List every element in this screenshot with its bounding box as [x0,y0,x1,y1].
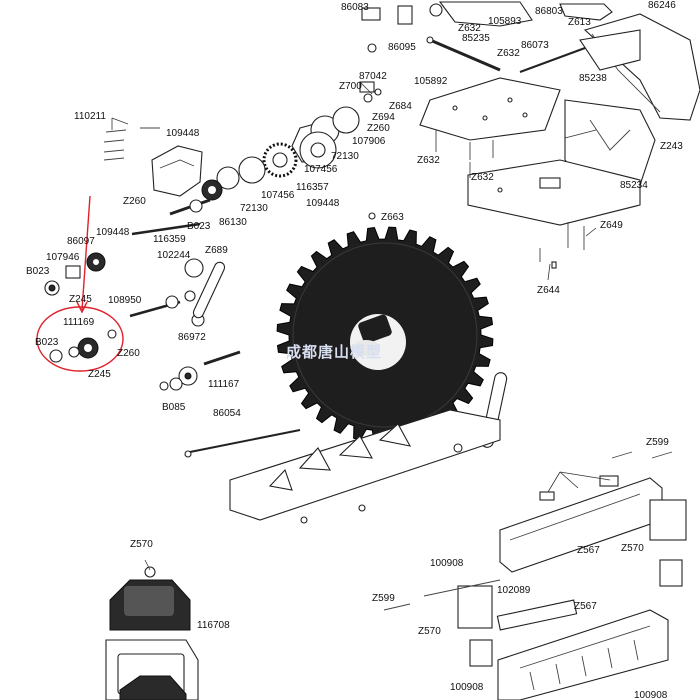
label-105893: 105893 [488,16,522,27]
red-annotation [36,195,124,372]
label-86097: 86097 [67,236,95,247]
label-100908-c: 100908 [634,690,668,700]
label-z567-a: Z567 [577,545,600,556]
label-z245-b: Z245 [88,369,111,380]
label-116708: 116708 [197,620,230,631]
label-z644: Z644 [537,285,560,296]
label-z649: Z649 [600,220,623,231]
label-86803: 86803 [535,6,563,17]
label-z632-a: Z632 [458,23,481,34]
label-102244: 102244 [157,250,191,261]
label-86083: 86083 [341,2,369,13]
esc-module [105,566,199,700]
label-72130-b: 72130 [240,203,268,214]
label-z613: Z613 [568,17,591,28]
label-107456-b: 107456 [261,190,295,201]
label-z260-a: Z260 [367,123,390,134]
label-86073: 86073 [521,40,549,51]
label-72130-a: 72130 [331,151,359,162]
label-100908-a: 100908 [430,558,464,569]
label-85234: 85234 [620,180,648,191]
label-z599-a: Z599 [646,437,669,448]
label-z599-b: Z599 [372,593,395,604]
label-86972: 86972 [178,332,206,343]
label-102089: 102089 [497,585,531,596]
label-z689: Z689 [205,245,228,256]
label-z570-c: Z570 [418,626,441,637]
label-111169: 111169 [63,317,95,328]
label-87042: 87042 [359,71,387,82]
label-z632-b: Z632 [497,48,520,59]
gearbox-housing [44,127,241,391]
diff-gear-stack [201,81,382,201]
label-z632-d: Z632 [471,172,494,183]
label-z663: Z663 [381,212,404,223]
label-107906: 107906 [352,136,386,147]
label-z694: Z694 [372,112,395,123]
battery-tray [383,451,687,700]
label-z567-b: Z567 [574,601,597,612]
label-86130: 86130 [219,217,247,228]
label-105892: 105892 [414,76,448,87]
label-108950: 108950 [108,295,142,306]
label-85238: 85238 [579,73,607,84]
spur-gear-large [276,226,494,444]
label-110211: 110211 [74,111,106,122]
label-109448-a: 109448 [166,128,200,139]
label-z260-c: Z260 [117,348,140,359]
label-107456-a: 107456 [304,164,338,175]
watermark: 成都唐山模型 [286,343,383,361]
leader-lines [111,81,597,571]
label-86054: 86054 [213,408,241,419]
label-z260-b: Z260 [123,196,146,207]
label-z243: Z243 [660,141,683,152]
label-z632-c: Z632 [417,155,440,166]
label-b023-b: B023 [26,266,50,277]
label-z570-b: Z570 [621,543,644,554]
label-b023-c: B023 [35,337,59,348]
label-z684: Z684 [389,101,412,112]
label-111167: 111167 [208,379,240,390]
top-hardware [361,1,700,121]
chassis-plates [419,77,656,269]
label-116357: 116357 [296,182,329,193]
label-109448-c: 109448 [96,227,130,238]
label-85235: 85235 [462,33,490,44]
label-86095: 86095 [388,42,416,53]
label-100908-b: 100908 [450,682,484,693]
label-b023-a: B023 [187,221,211,232]
main-chassis-plate [184,212,501,524]
label-z245-a: Z245 [69,294,92,305]
label-109448-b: 109448 [306,198,340,209]
label-107946: 107946 [46,252,80,263]
label-86246: 86246 [648,0,676,11]
label-b085: B085 [162,402,186,413]
label-z700: Z700 [339,81,362,92]
label-z570-a: Z570 [130,539,153,550]
label-116359: 116359 [153,234,186,245]
